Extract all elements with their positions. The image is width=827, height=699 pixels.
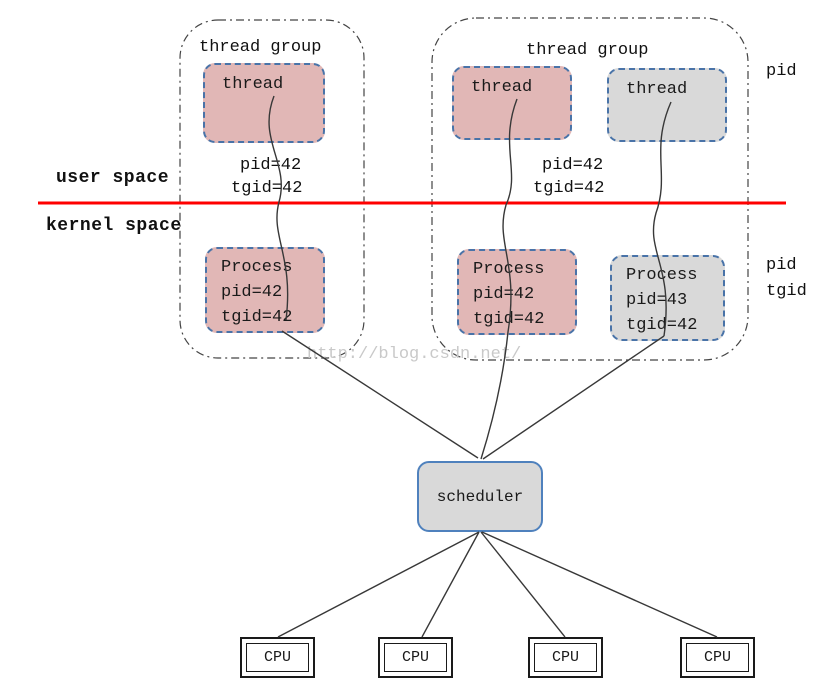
process-box: Process pid=42 tgid=42 bbox=[205, 247, 325, 333]
tgid-side-label-mid: tgid bbox=[766, 282, 807, 301]
process-pid: pid=42 bbox=[473, 285, 535, 304]
cpu-box: CPU bbox=[528, 637, 603, 678]
thread-label: thread bbox=[222, 75, 284, 94]
process-tgid: tgid=42 bbox=[221, 308, 293, 327]
process-pid: pid=42 bbox=[221, 283, 283, 302]
scheduler-box: scheduler bbox=[417, 461, 543, 532]
thread-group-title-right: thread group bbox=[526, 41, 649, 60]
scheduler-cpu-link bbox=[277, 531, 480, 638]
cpu-box: CPU bbox=[240, 637, 315, 678]
thread-group-title-left: thread group bbox=[199, 38, 322, 57]
cpu-label: CPU bbox=[246, 643, 309, 672]
cpu-label: CPU bbox=[384, 643, 447, 672]
process-title: Process bbox=[221, 258, 293, 277]
scheduler-cpu-link bbox=[421, 531, 480, 638]
process-tgid: tgid=42 bbox=[473, 310, 545, 329]
pid-annotation: pid=42 bbox=[542, 156, 604, 175]
process-tgid: tgid=42 bbox=[626, 316, 698, 335]
user-space-label: user space bbox=[56, 168, 170, 188]
cpu-label: CPU bbox=[534, 643, 597, 672]
cpu-box: CPU bbox=[378, 637, 453, 678]
cpu-box: CPU bbox=[680, 637, 755, 678]
process-title: Process bbox=[473, 260, 545, 279]
tgid-annotation: tgid=42 bbox=[533, 179, 605, 198]
process-box: Process pid=43 tgid=42 bbox=[610, 255, 725, 341]
thread-label: thread bbox=[626, 80, 688, 99]
watermark: http://blog.csdn.net/ bbox=[307, 345, 522, 364]
scheduler-cpu-link bbox=[481, 531, 718, 638]
process-box: Process pid=42 tgid=42 bbox=[457, 249, 577, 335]
process-pid: pid=43 bbox=[626, 291, 688, 310]
pid-annotation: pid=42 bbox=[240, 156, 302, 175]
kernel-space-label: kernel space bbox=[46, 216, 182, 236]
cpu-label: CPU bbox=[686, 643, 749, 672]
thread-box: thread bbox=[452, 66, 572, 140]
pid-side-label-top: pid bbox=[766, 62, 797, 81]
scheduler-label: scheduler bbox=[436, 487, 524, 506]
process-title: Process bbox=[626, 266, 698, 285]
thread-box: thread bbox=[607, 68, 727, 142]
scheduler-cpu-link bbox=[480, 531, 566, 638]
thread-label: thread bbox=[471, 78, 533, 97]
thread-box: thread bbox=[203, 63, 325, 143]
tgid-annotation: tgid=42 bbox=[231, 179, 303, 198]
pid-side-label-mid: pid bbox=[766, 256, 797, 275]
